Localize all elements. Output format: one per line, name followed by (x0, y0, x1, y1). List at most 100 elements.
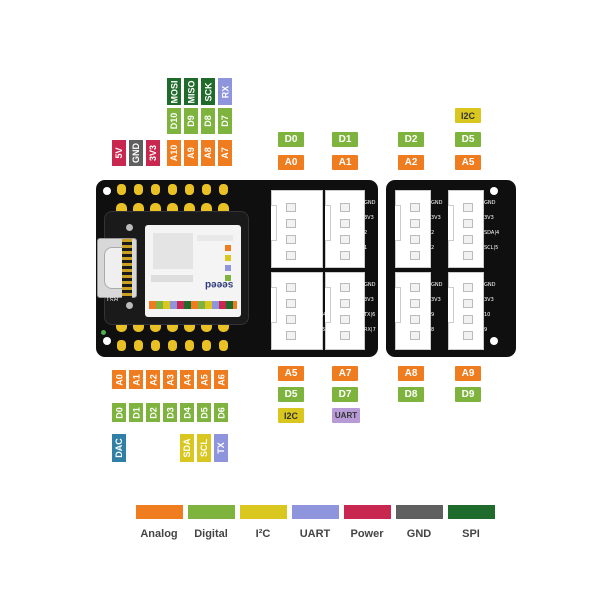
via-dot (381, 288, 386, 293)
header-pad (202, 184, 211, 195)
grove-bottom-i2c: I2C (278, 408, 304, 423)
pin-a9: A9 (184, 140, 198, 166)
grove-connector-8[interactable] (448, 272, 484, 350)
header-pad (185, 184, 194, 195)
legend-label-digital: Digital (194, 528, 228, 540)
chip (151, 275, 193, 282)
rst-label: RST (106, 295, 118, 301)
via-dot (381, 210, 386, 215)
color-square (225, 255, 231, 261)
grove-top-d2: D2 (398, 132, 424, 147)
header-pad (117, 184, 126, 195)
grove-bottom-a8: A8 (398, 366, 424, 381)
via-dot (381, 298, 386, 303)
legend-label-i2c: I²C (255, 528, 271, 540)
seeed-logo: seeed (205, 279, 234, 290)
grove-connector-3[interactable] (395, 190, 431, 268)
via-dot (381, 308, 386, 313)
pin-a10: A10 (167, 140, 181, 166)
legend-label-analog: Analog (140, 528, 178, 540)
legend-swatch-digital (188, 505, 235, 519)
pin-d9: D9 (184, 108, 198, 134)
pin-miso: MISO (184, 78, 198, 105)
header-pad (202, 340, 211, 351)
legend-swatch-power (344, 505, 391, 519)
grove-top-a2: A2 (398, 155, 424, 170)
mount-hole (103, 187, 111, 195)
header-pad (134, 184, 143, 195)
grove-bottom-uart: UART (332, 408, 360, 423)
grove-top-a0: A0 (278, 155, 304, 170)
grove-top-a1: A1 (332, 155, 358, 170)
header-pad (134, 340, 143, 351)
chip (153, 233, 193, 269)
label-strip (197, 235, 233, 241)
grove-connector-6[interactable] (325, 272, 365, 350)
boot-button[interactable] (126, 224, 133, 231)
legend-swatch-uart (292, 505, 339, 519)
legend-label-spi: SPI (462, 528, 480, 540)
pin-tx: TX (214, 434, 228, 462)
grove-top-d1: D1 (332, 132, 358, 147)
grove-bottom-d7: D7 (332, 387, 358, 402)
grove-top-d0: D0 (278, 132, 304, 147)
grove-connector-7[interactable] (395, 272, 431, 350)
legend-label-gnd: GND (406, 528, 432, 540)
pin-gnd: GND (129, 140, 143, 166)
pin-scl: SCL (197, 434, 211, 462)
pin-a8: A8 (201, 140, 215, 166)
power-led (101, 330, 106, 335)
grove-top-a5: A5 (455, 155, 481, 170)
grove-top-i2c: I2C (455, 108, 481, 123)
legend-swatch-gnd (396, 505, 443, 519)
header-pad (219, 340, 228, 351)
header-pad (151, 184, 160, 195)
pin-d10: D10 (167, 108, 181, 134)
grove-connector-5[interactable] (271, 272, 323, 350)
pin-d0: D0 (112, 403, 126, 422)
pin-sda: SDA (180, 434, 194, 462)
header-pad (219, 184, 228, 195)
pin-a5: A5 (197, 370, 211, 389)
pin-d8: D8 (201, 108, 215, 134)
pin-a1: A1 (129, 370, 143, 389)
grove-bottom-d9: D9 (455, 387, 481, 402)
grove-bottom-a5: A5 (278, 366, 304, 381)
header-pad (151, 340, 160, 351)
pin-3v3: 3V3 (146, 140, 160, 166)
reset-button[interactable] (126, 302, 133, 309)
pin-a0: A0 (112, 370, 126, 389)
grove-top-d5: D5 (455, 132, 481, 147)
color-bar (149, 301, 237, 309)
pin-mosi: MOSI (167, 78, 181, 105)
grove-connector-4[interactable] (448, 190, 484, 268)
pin-d2: D2 (146, 403, 160, 422)
header-pad (168, 340, 177, 351)
pin-d6: D6 (214, 403, 228, 422)
grove-connector-1[interactable] (271, 190, 323, 268)
pin-a6: A6 (214, 370, 228, 389)
grove-bottom-d5: D5 (278, 387, 304, 402)
grove-bottom-d8: D8 (398, 387, 424, 402)
shield-can: seeed (145, 225, 241, 317)
pin-d1: D1 (129, 403, 143, 422)
grove-connector-2[interactable] (325, 190, 365, 268)
grove-bottom-a9: A9 (455, 366, 481, 381)
pin-5v: 5V (112, 140, 126, 166)
pin-a4: A4 (180, 370, 194, 389)
via-dot (381, 230, 386, 235)
legend-swatch-i2c (240, 505, 287, 519)
pin-a3: A3 (163, 370, 177, 389)
legend-label-power: Power (350, 528, 384, 540)
pin-a7: A7 (218, 140, 232, 166)
pin-d4: D4 (180, 403, 194, 422)
legend-swatch-spi (448, 505, 495, 519)
via-dot (381, 200, 386, 205)
grove-bottom-a7: A7 (332, 366, 358, 381)
